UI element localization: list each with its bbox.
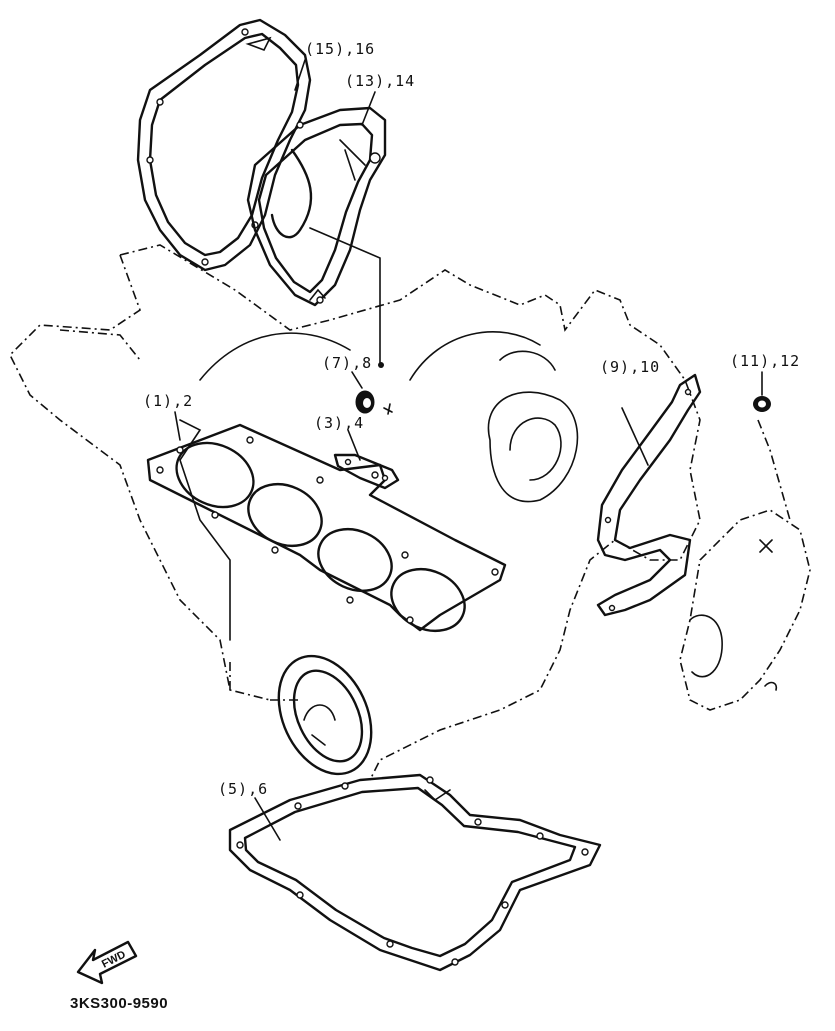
- callout-head-gasket: (1),2: [143, 392, 194, 410]
- oil-seal-ring: [277, 654, 373, 776]
- side-gasket: [596, 373, 702, 617]
- oil-pan-gasket: [228, 773, 602, 972]
- engine-block-contours: [179, 331, 579, 641]
- callout-cover-gasket: (15),16: [305, 40, 376, 58]
- callout-o-ring: (11),12: [730, 352, 801, 370]
- callout-small-gasket: (3),4: [314, 414, 365, 432]
- callout-plug-seal: (7),8: [322, 354, 373, 372]
- leader-lines: [174, 59, 791, 841]
- small-gasket: [333, 453, 400, 490]
- cover-gasket: [136, 18, 312, 272]
- callout-side-gasket: (9),10: [600, 358, 661, 376]
- engine-block-outline: [9, 244, 701, 781]
- plug-seal: [355, 362, 393, 415]
- fwd-arrow-icon: [76, 940, 138, 985]
- part-code: 3KS300-9590: [70, 995, 169, 1012]
- o-ring: [753, 396, 771, 412]
- callout-inner-cover-gasket: (13),14: [345, 72, 416, 90]
- inner-cover-gasket: [246, 106, 387, 307]
- head-gasket: [146, 423, 507, 633]
- right-side-cover: [679, 509, 811, 711]
- callout-oil-pan-gasket: (5),6: [218, 780, 269, 798]
